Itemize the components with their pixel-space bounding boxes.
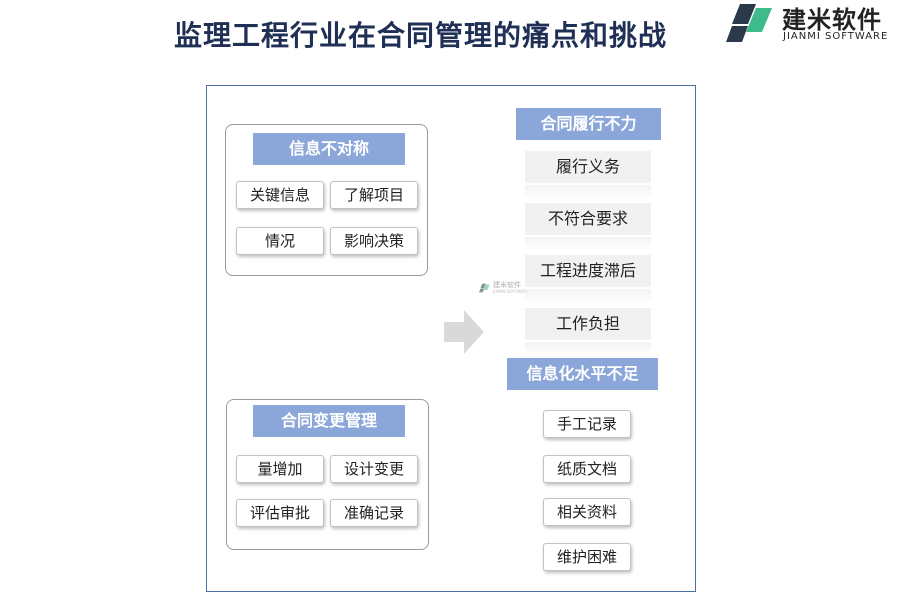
group-item: 评估审批 xyxy=(236,499,324,527)
group-item: 了解项目 xyxy=(330,181,418,209)
group-heading: 合同变更管理 xyxy=(253,405,405,437)
stack-item: 工作负担 xyxy=(525,308,651,340)
stack-item-reflection xyxy=(525,185,651,199)
group-item: 准确记录 xyxy=(330,499,418,527)
stack-item-reflection xyxy=(525,289,651,303)
list-item: 纸质文档 xyxy=(543,455,631,483)
group-item: 影响决策 xyxy=(330,227,418,255)
jianmi-logo-icon xyxy=(726,4,772,42)
list-item: 维护困难 xyxy=(543,543,631,571)
group-item: 量增加 xyxy=(236,455,324,483)
stack-item-reflection xyxy=(525,237,651,251)
stack-item: 履行义务 xyxy=(525,151,651,183)
group-item: 设计变更 xyxy=(330,455,418,483)
jianmi-logo-icon xyxy=(479,283,490,293)
brand-name: 建米软件 xyxy=(782,6,882,34)
list-item: 相关资料 xyxy=(543,498,631,526)
watermark-name: 建米软件 xyxy=(493,281,521,289)
group-item: 情况 xyxy=(236,227,324,255)
right-arrow-icon xyxy=(444,310,484,354)
group-heading: 信息不对称 xyxy=(253,133,405,165)
watermark-subtitle: JIANMI SOFTWARE xyxy=(493,289,530,294)
stack-item-reflection xyxy=(525,342,651,356)
brand-logo: 建米软件 JIANMI SOFTWARE xyxy=(724,0,900,46)
section-heading-contract-performance: 合同履行不力 xyxy=(516,108,661,140)
section-heading-informatization: 信息化水平不足 xyxy=(507,358,658,390)
brand-subtitle: JIANMI SOFTWARE xyxy=(783,31,889,42)
stack-item: 不符合要求 xyxy=(525,203,651,235)
list-item: 手工记录 xyxy=(543,410,631,438)
group-item: 关键信息 xyxy=(236,181,324,209)
stack-item: 工程进度滞后 xyxy=(525,255,651,287)
watermark: 建米软件 JIANMI SOFTWARE xyxy=(479,280,539,298)
page-title: 监理工程行业在合同管理的痛点和挑战 xyxy=(174,19,668,52)
